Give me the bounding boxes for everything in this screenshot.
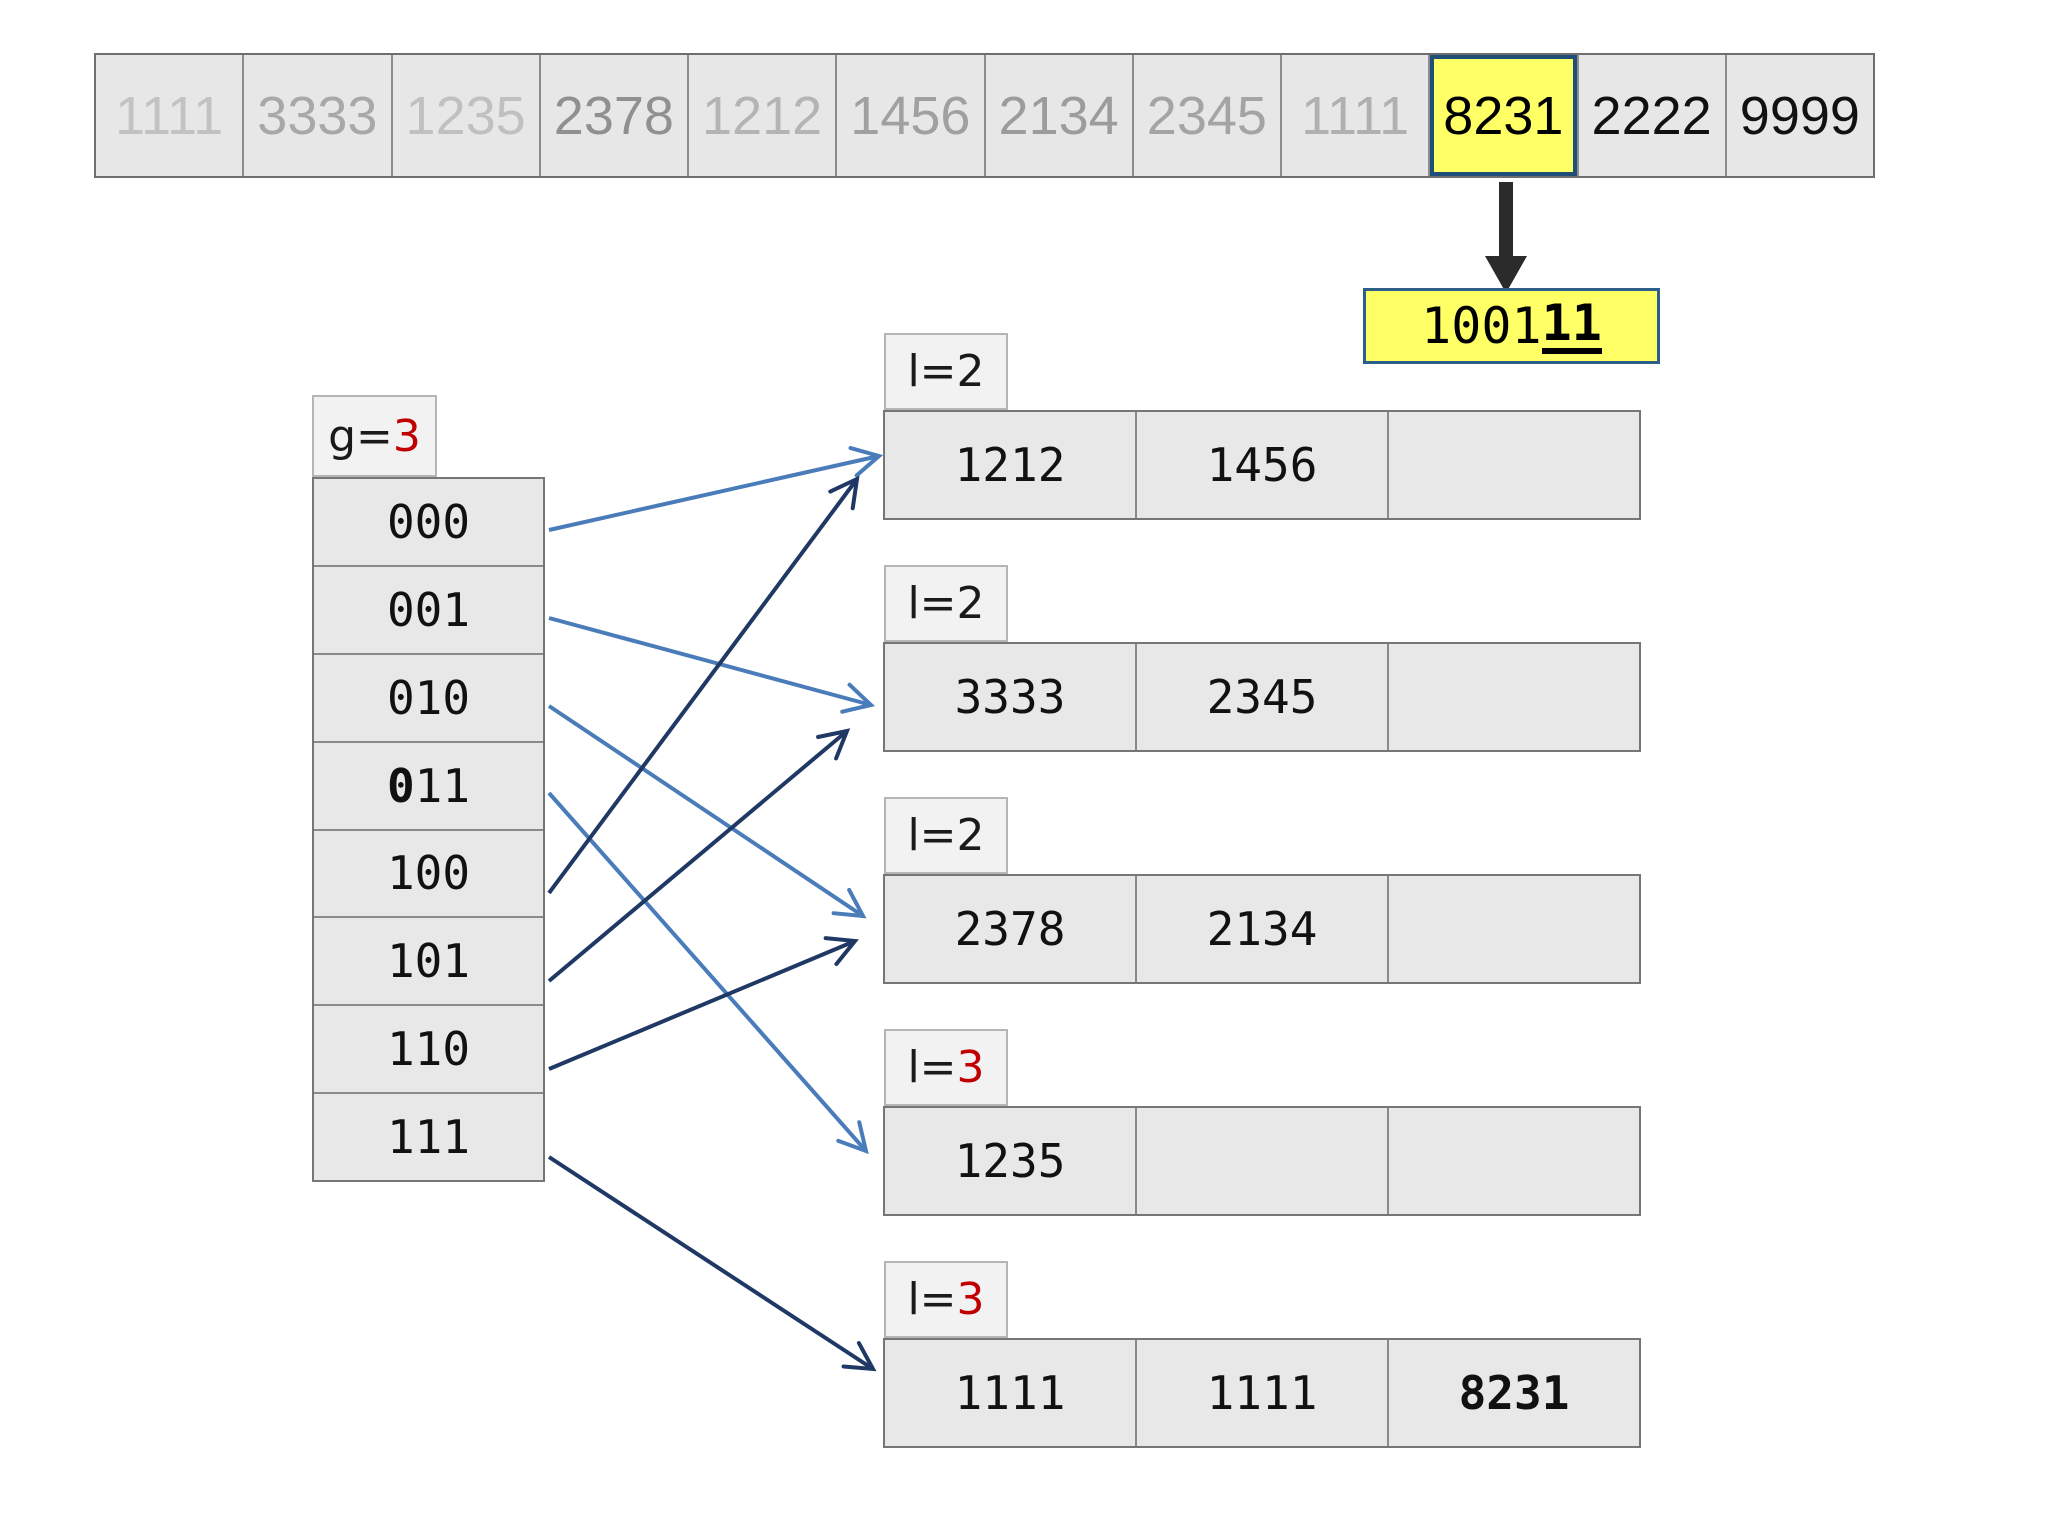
key-cell-3-1235: 1235 xyxy=(392,55,541,176)
local-depth-prefix: l= xyxy=(907,810,957,861)
local-depth-value: 3 xyxy=(956,1042,985,1093)
pointer-arrow-101-to-bucket-2 xyxy=(547,728,851,983)
bucket-1-depth-label: l=2 xyxy=(884,333,1008,410)
directory-entry-101: 101 xyxy=(314,916,543,1004)
bucket-2-depth-label: l=2 xyxy=(884,565,1008,642)
bucket-1-cell-2: 1456 xyxy=(1137,412,1389,518)
key-cell-1-1111: 1111 xyxy=(96,55,245,176)
bucket-2-cell-3-empty xyxy=(1389,644,1639,750)
pointer-arrows xyxy=(547,446,884,1372)
key-cell-9-1111: 1111 xyxy=(1282,55,1431,176)
directory-entry-010: 010 xyxy=(314,652,543,741)
bucket-4-row: 1235 xyxy=(883,1106,1641,1216)
bucket-3-cell-3-empty xyxy=(1389,876,1639,982)
bucket-3-cell-1: 2378 xyxy=(885,876,1137,982)
local-depth-prefix: l= xyxy=(907,1042,957,1093)
pointer-arrow-111-to-bucket-5 xyxy=(547,1155,877,1372)
directory-entry-111: 111 xyxy=(314,1092,543,1180)
entry-bits: 101 xyxy=(386,934,471,989)
local-depth-prefix: l= xyxy=(907,578,957,629)
directory-entry-100: 100 xyxy=(314,828,543,917)
bucket-2-cell-2: 2345 xyxy=(1137,644,1389,750)
pointer-arrow-100-to-bucket-1 xyxy=(547,475,860,895)
pointer-arrow-000-to-bucket-1 xyxy=(548,446,884,532)
entry-bits: 100 xyxy=(386,846,471,901)
bucket-5-depth-label: l=3 xyxy=(884,1261,1008,1338)
pointer-arrow-011-to-bucket-4 xyxy=(547,791,869,1155)
pointer-arrow-110-to-bucket-3 xyxy=(548,936,859,1071)
bucket-1-cell-1: 1212 xyxy=(885,412,1137,518)
local-depth-value: 2 xyxy=(956,810,985,861)
directory-entry-110: 110 xyxy=(314,1004,543,1092)
pointer-arrow-001-to-bucket-2 xyxy=(548,616,876,714)
local-depth-value: 3 xyxy=(956,1274,985,1325)
bucket-5-cell-1: 1111 xyxy=(885,1340,1137,1446)
global-depth-label: g=3 xyxy=(312,395,437,477)
entry-bits: 111 xyxy=(386,1110,471,1165)
local-depth-value: 2 xyxy=(956,578,985,629)
bucket-5-cell-3: 8231 xyxy=(1458,1366,1570,1420)
entry-bits: 11 xyxy=(414,758,471,813)
bucket-4-cell-2-empty xyxy=(1137,1108,1389,1214)
entry-bits: 010 xyxy=(386,670,471,725)
entry-bold-bits: 0 xyxy=(386,758,415,813)
bucket-4-cell-3-empty xyxy=(1389,1108,1639,1214)
key-cell-11-2222: 2222 xyxy=(1578,55,1727,176)
bucket-1-cell-3-empty xyxy=(1389,412,1639,518)
key-cell-5-1212: 1212 xyxy=(689,55,838,176)
key-cell-8-2345: 2345 xyxy=(1133,55,1282,176)
local-depth-prefix: l= xyxy=(907,1274,957,1325)
bucket-4-depth-label: l=3 xyxy=(884,1029,1008,1106)
global-depth-prefix: g= xyxy=(328,410,393,462)
bucket-5-cell-2: 1111 xyxy=(1137,1340,1389,1446)
insert-arrow xyxy=(1485,182,1527,293)
key-cell-7-2134: 2134 xyxy=(985,55,1134,176)
bucket-4-cell-1: 1235 xyxy=(885,1108,1137,1214)
bucket-3-cell-2: 2134 xyxy=(1137,876,1389,982)
key-cell-6-1456: 1456 xyxy=(837,55,986,176)
hash-prefix: 1001 xyxy=(1421,297,1542,355)
key-cell-10-8231: 8231 xyxy=(1430,55,1579,176)
key-cell-2-3333: 3333 xyxy=(244,55,393,176)
local-depth-value: 2 xyxy=(956,346,985,397)
directory-entry-000: 000 xyxy=(314,479,543,565)
key-cell-4-2378: 2378 xyxy=(540,55,689,176)
global-depth-value: 3 xyxy=(392,410,421,462)
local-depth-prefix: l= xyxy=(907,346,957,397)
pointer-arrow-010-to-bucket-3 xyxy=(547,704,867,919)
entry-bits: 110 xyxy=(386,1022,471,1077)
hash-suffix: 11 xyxy=(1541,294,1602,354)
bucket-2-cell-1: 3333 xyxy=(885,644,1137,750)
entry-bits: 001 xyxy=(386,582,471,637)
entry-bits: 000 xyxy=(386,494,471,549)
bucket-3-depth-label: l=2 xyxy=(884,797,1008,874)
directory-entry-001: 001 xyxy=(314,564,543,653)
key-cell-12-9999: 9999 xyxy=(1726,55,1873,176)
